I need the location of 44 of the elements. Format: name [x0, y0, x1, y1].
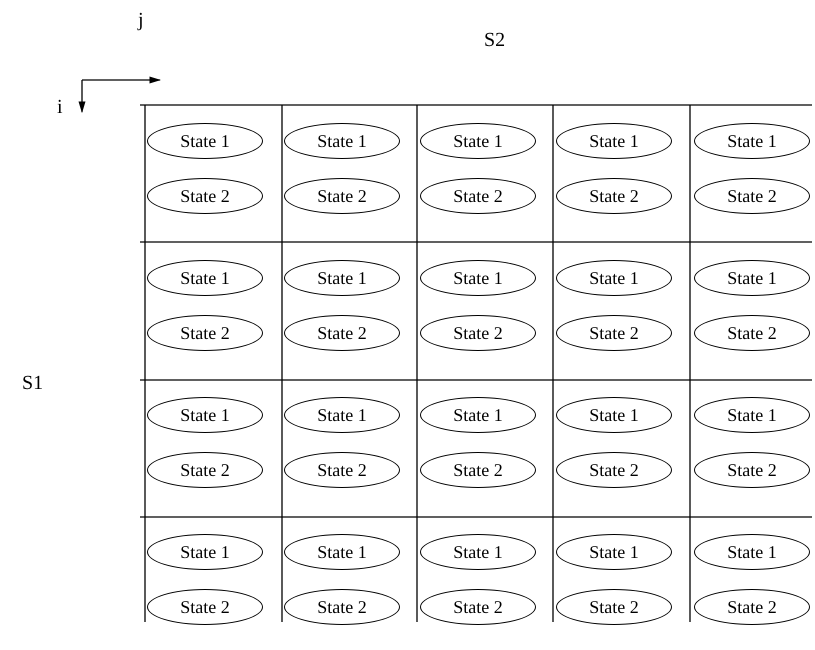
state-ellipse: State 1 [284, 123, 400, 159]
state-ellipse: State 1 [284, 534, 400, 570]
state-ellipse: State 2 [284, 452, 400, 488]
state-ellipse: State 1 [147, 123, 263, 159]
state-ellipse: State 2 [147, 589, 263, 625]
state-ellipse: State 2 [556, 589, 672, 625]
state-ellipse: State 2 [284, 315, 400, 351]
state-ellipse: State 2 [147, 178, 263, 214]
state-ellipse: State 1 [284, 397, 400, 433]
state-ellipse: State 2 [556, 178, 672, 214]
state-ellipse: State 2 [556, 315, 672, 351]
state-ellipse: State 2 [284, 178, 400, 214]
state-ellipse: State 1 [556, 397, 672, 433]
axis-label: i [57, 97, 63, 117]
state-ellipse: State 1 [420, 397, 536, 433]
state-ellipse: State 2 [694, 589, 810, 625]
state-ellipse: State 1 [420, 260, 536, 296]
state-ellipse: State 2 [420, 315, 536, 351]
state-ellipse: State 2 [420, 452, 536, 488]
state-ellipse: State 2 [420, 589, 536, 625]
state-ellipse: State 1 [284, 260, 400, 296]
state-ellipse: State 2 [556, 452, 672, 488]
state-ellipse: State 2 [694, 315, 810, 351]
state-ellipse: State 1 [556, 534, 672, 570]
state-ellipse: State 1 [694, 123, 810, 159]
state-ellipse: State 2 [147, 452, 263, 488]
state-ellipse: State 2 [694, 178, 810, 214]
axis-label: S2 [484, 30, 506, 50]
state-ellipse: State 2 [420, 178, 536, 214]
state-ellipse: State 2 [284, 589, 400, 625]
state-ellipse: State 1 [694, 260, 810, 296]
state-ellipse: State 1 [147, 397, 263, 433]
state-ellipse: State 1 [147, 260, 263, 296]
state-ellipse: State 1 [556, 123, 672, 159]
state-ellipse: State 1 [147, 534, 263, 570]
state-ellipse: State 1 [556, 260, 672, 296]
state-ellipse: State 1 [420, 534, 536, 570]
state-ellipse: State 2 [694, 452, 810, 488]
state-ellipse: State 2 [147, 315, 263, 351]
state-ellipse: State 1 [420, 123, 536, 159]
state-ellipse: State 1 [694, 397, 810, 433]
axis-label: j [138, 10, 144, 30]
state-ellipse: State 1 [694, 534, 810, 570]
axis-label: S1 [22, 373, 44, 393]
